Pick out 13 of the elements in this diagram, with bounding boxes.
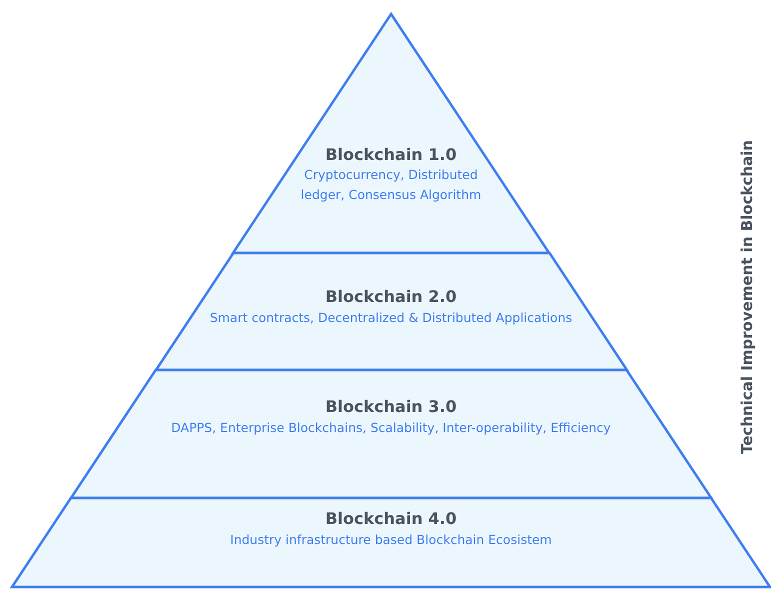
level-description: Cryptocurrency, Distributed ledger, Consensus Algorithm <box>300 166 482 204</box>
level-description: Industry infrastructure based Blockchain Ecosistem <box>230 531 552 549</box>
level-heading: Blockchain 2.0 <box>325 287 457 307</box>
pyramid-section <box>153 252 629 372</box>
axis-label: Technical Improvement in Blockchain <box>738 140 756 454</box>
level-heading: Blockchain 1.0 <box>325 145 457 165</box>
pyramid-section <box>10 496 771 588</box>
pyramid-top-section <box>230 12 552 254</box>
level-heading: Blockchain 3.0 <box>325 397 457 417</box>
level-description: DAPPS, Enterprise Blockchains, Scalability, Inter-operability, Efficiency <box>171 419 611 437</box>
level-heading: Blockchain 4.0 <box>325 509 457 529</box>
level-description: Smart contracts, Decentralized & Distributed Applications <box>210 309 572 327</box>
pyramid-section <box>68 368 714 500</box>
